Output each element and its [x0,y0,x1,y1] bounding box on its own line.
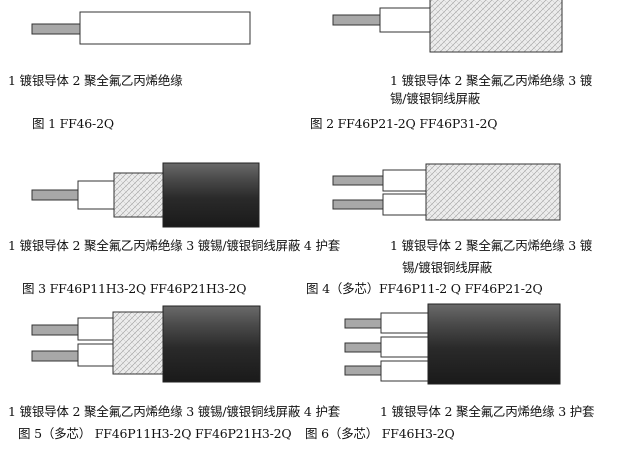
figure-6-caption: 图 6（多芯） FF46H3-2Q [305,426,455,441]
figure-6-legend: 1 镀银导体 2 聚全氟乙丙烯绝缘 3 护套 [380,404,595,419]
sheath [427,303,561,385]
figure-4-legend-line1: 1 镀银导体 2 聚全氟乙丙烯绝缘 3 镀 [390,238,593,253]
shield [113,172,167,218]
insulation [379,7,431,33]
figure-2-caption: 图 2 FF46P21-2Q FF46P31-2Q [310,116,498,131]
conductor [344,365,382,376]
insulation [77,317,115,341]
figure-1-legend: 1 镀银导体 2 聚全氟乙丙烯绝缘 [8,73,183,88]
shield [429,0,563,53]
insulation [77,343,115,367]
figure-1-caption: 图 1 FF46-2Q [32,116,114,131]
sheath [162,162,260,228]
figure-3-cable [31,162,260,228]
conductor [31,23,81,35]
conductor [344,342,382,353]
figure-1-cable [31,11,251,45]
sheath [162,305,261,383]
figure-2-legend-line1: 1 镀银导体 2 聚全氟乙丙烯绝缘 3 镀 [390,73,593,88]
insulation [79,11,251,45]
insulation [382,193,428,216]
conductor [31,324,79,336]
insulation [380,360,432,382]
conductor [31,189,79,201]
conductor [332,175,384,186]
figure-2-cable [332,0,563,53]
figure-6-cable [344,303,561,385]
insulation [382,169,428,192]
figure-4-legend-line2: 锡/镀银铜线屏蔽 [402,260,493,275]
insulation [380,336,432,358]
shield [425,163,561,221]
figure-5-caption: 图 5（多芯） FF46P11H3-2Q FF46P21H3-2Q [18,426,292,441]
insulation [77,180,115,210]
figure-5-legend: 1 镀银导体 2 聚全氟乙丙烯绝缘 3 镀锡/镀银铜线屏蔽 4 护套 [8,404,341,419]
figure-2-legend-line2: 锡/镀银铜线屏蔽 [390,91,481,106]
conductor [332,199,384,210]
conductor [332,14,381,26]
figure-4-cable [332,163,561,221]
figure-4-caption: 图 4（多芯）FF46P11-2 Q FF46P21-2Q [306,281,543,296]
figure-3-caption: 图 3 FF46P11H3-2Q FF46P21H3-2Q [22,281,247,296]
figure-3-legend: 1 镀银导体 2 聚全氟乙丙烯绝缘 3 镀锡/镀银铜线屏蔽 4 护套 [8,238,341,253]
conductor [31,350,79,362]
insulation [380,312,432,334]
conductor [344,318,382,329]
shield [112,311,167,375]
figure-5-cable [31,305,261,383]
